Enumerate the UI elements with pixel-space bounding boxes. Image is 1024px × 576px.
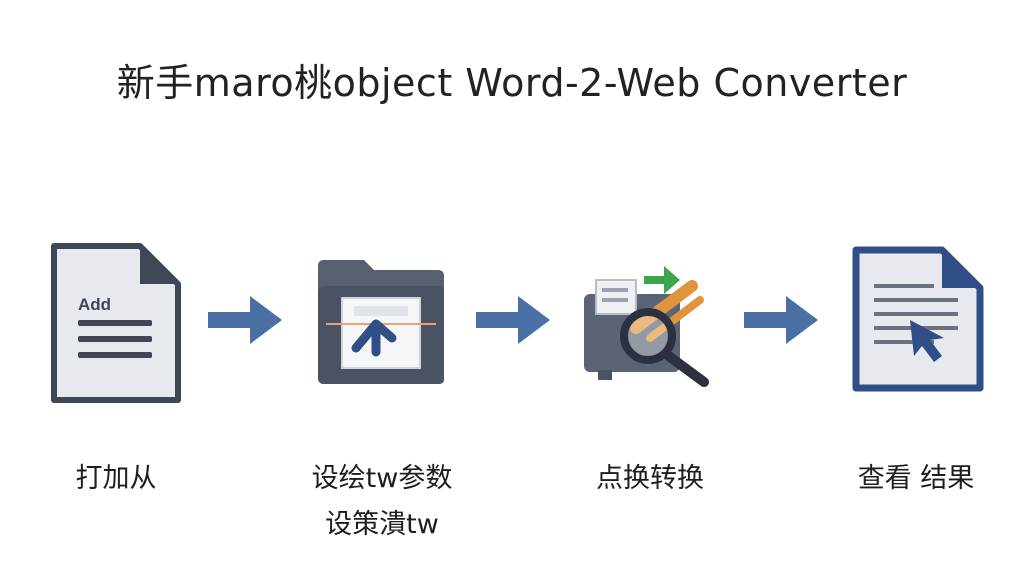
step-1-label: 打加从	[28, 456, 204, 502]
step-3-label: 点换转换	[560, 456, 740, 502]
page-title: 新手maro桃object Word-2-Web Converter	[116, 61, 908, 105]
step-2-label: 设绘tw参数 设策潰tw	[292, 456, 472, 548]
document-add-label: Add	[78, 295, 111, 314]
step-2-label-line-2: 设策潰tw	[325, 509, 439, 540]
arrow-right-icon	[476, 296, 550, 344]
folder-search-convert-icon	[584, 266, 709, 387]
document-view-result-icon	[852, 246, 984, 392]
step-2-label-line-1: 设绘tw参数	[311, 463, 453, 494]
arrow-right-icon	[208, 296, 282, 344]
folder-upload-icon	[318, 260, 444, 384]
step-3-label-line: 点换转换	[596, 463, 704, 494]
step-4-label-line: 查看 结果	[857, 463, 975, 494]
document-add-icon: Add	[51, 243, 181, 403]
step-1-label-line: 打加从	[75, 463, 157, 494]
step-4-label: 查看 结果	[826, 456, 1006, 502]
arrow-right-icon	[744, 296, 818, 344]
